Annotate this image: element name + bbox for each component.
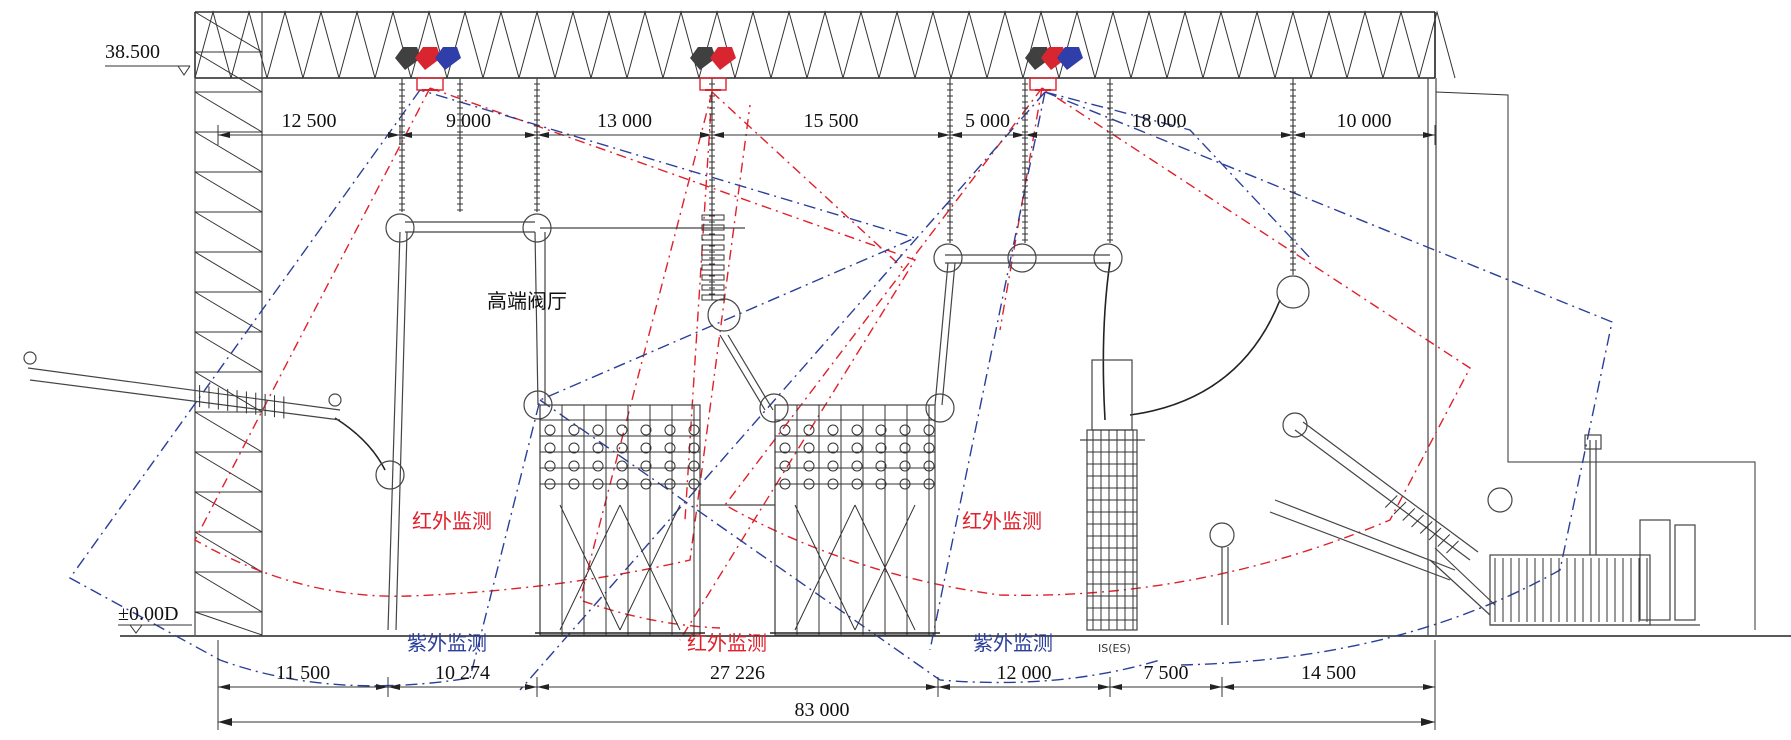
converter-transformer: [1489, 434, 1700, 626]
dimension-text: 13 000: [597, 110, 652, 132]
dimension-text: 15 500: [804, 110, 859, 132]
uv-label-left: 紫外监测: [407, 631, 487, 655]
overall-dimension-line: 83 000: [217, 640, 1436, 730]
dimension-text: 18 000: [1132, 110, 1187, 132]
dimension-text: 7 500: [1144, 662, 1189, 684]
infrared-label-center: 红外监测: [687, 631, 767, 655]
dimension-text: 12 500: [282, 110, 337, 132]
dimension-text: 27 226: [710, 662, 765, 684]
equipment-tag: IS(ES): [1098, 642, 1131, 655]
arrester-column: [1080, 359, 1145, 631]
sensor-dark-icon: [1025, 47, 1051, 70]
sensor-group-left: [395, 47, 461, 91]
dimension-text: 9 000: [446, 110, 491, 132]
infrared-label-right: 红外监测: [962, 509, 1042, 533]
sensor-dark-icon: [690, 47, 716, 70]
sensor-group-center: [690, 47, 736, 91]
top-dimension-line: 12 500 9 000 13 000 15 500 5 000 18 000 10 000: [217, 110, 1436, 145]
svg-text:±0.00D: ±0.00D: [118, 603, 178, 625]
infrared-coverage-envelopes: [194, 87, 1471, 641]
valve-hall-label: 高端阀厅: [487, 289, 567, 313]
sensor-blue-icon: [1057, 47, 1083, 70]
uv-label-right: 紫外监测: [973, 631, 1053, 655]
valve-tower-left: [535, 404, 705, 636]
sensor-group-right: [1025, 47, 1083, 91]
ultraviolet-coverage-envelopes: [68, 89, 1613, 691]
dimension-text: 14 500: [1301, 662, 1356, 684]
bottom-dimension-line: 11 500 10 274 27 226 12 000 7 500 14 500: [217, 662, 1436, 697]
roof-truss: [194, 10, 1456, 79]
insulator-strings: [399, 78, 1296, 301]
svg-text:38.500: 38.500: [105, 41, 160, 63]
dimension-text: 12 000: [997, 662, 1052, 684]
elevation-marker-ground: ±0.00D: [118, 603, 192, 634]
sensor-red-icon: [1041, 47, 1067, 70]
dimension-text: 5 000: [965, 110, 1010, 132]
valve-tower-right: [770, 404, 940, 636]
sensor-red-icon: [415, 47, 441, 70]
right-wall-outline: [1427, 78, 1756, 635]
dimension-text: 10 274: [435, 662, 490, 684]
bus-tubes: [334, 221, 1281, 631]
overall-dimension-text: 83 000: [795, 699, 850, 721]
infrared-label-left: 红外监测: [412, 509, 492, 533]
shield-balls: [375, 213, 1513, 625]
sensor-red-icon: [710, 47, 736, 70]
sensor-blue-icon: [435, 47, 461, 70]
left-lattice-column: [194, 11, 263, 636]
dimension-text: 10 000: [1337, 110, 1392, 132]
transformer-bushings: [1269, 421, 1496, 616]
dimension-text: 11 500: [276, 662, 330, 684]
sensor-dark-icon: [395, 47, 421, 70]
left-wall-bushing: [23, 351, 342, 421]
elevation-marker-top: 38.500: [105, 41, 191, 76]
